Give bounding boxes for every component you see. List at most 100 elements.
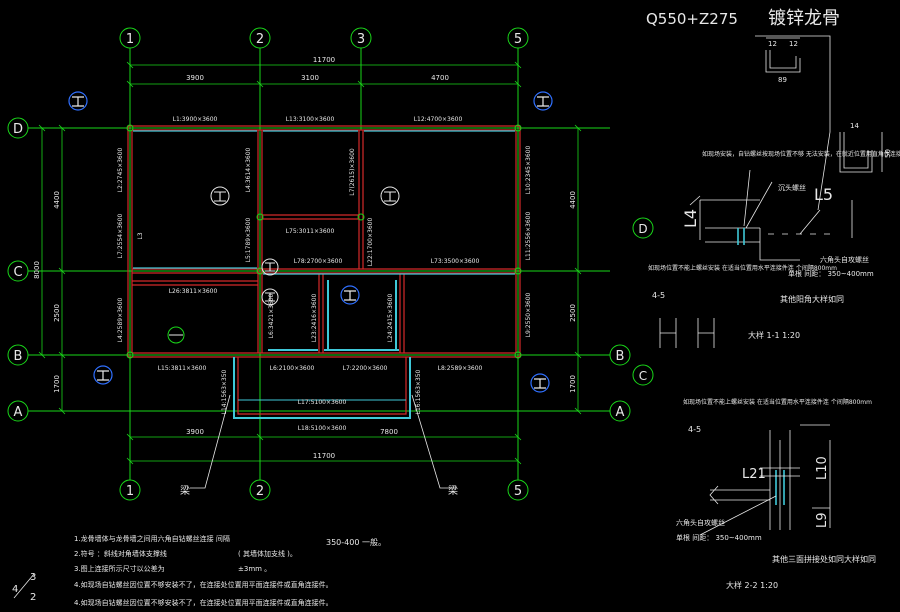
dim-bottom-span-1: 3900 xyxy=(186,428,204,436)
dim-top-span-1: 3900 xyxy=(186,74,204,82)
beam-l78: L78:2700×3600 xyxy=(294,258,343,265)
note-tol: ±3mm 。 xyxy=(238,565,271,573)
detail-bubbles: D C xyxy=(632,217,654,386)
beam-l17: L17:5100×3600 xyxy=(298,399,347,406)
beam-l8: L8:2589×3600 xyxy=(438,365,483,372)
beam-l26b: L26:3811×3600 xyxy=(169,288,218,295)
detail-note-bottom: 如现场位置不能上螺丝安装 在适当位置用水平连接件连 个间隔800mm xyxy=(683,398,872,406)
detail-label-l9: L9 xyxy=(815,512,830,528)
note-4a: 4.如现场自钻螺丝因位置不够安装不了，在连接处位置用平面连接件或直角连接件。 xyxy=(74,580,333,589)
beam-l15: L15:3811×3600 xyxy=(158,365,207,372)
grid-row-b-left: B xyxy=(14,349,23,364)
post-marker-icon xyxy=(380,186,400,206)
beam-l2: L2:2745×3600 xyxy=(117,147,124,192)
walls xyxy=(127,125,521,419)
dimension-text: 11700 3900 3100 4700 3900 7800 11700 440… xyxy=(33,56,577,460)
beam-l4b: L4:2589×3600 xyxy=(117,297,124,342)
beam-l14: L14:1563×350 xyxy=(221,369,228,414)
dim-right-a: 1700 xyxy=(569,375,577,393)
post-marker-icon xyxy=(261,288,279,306)
beam-callout-left: 梁 xyxy=(180,484,190,497)
post-marker-icon xyxy=(533,91,553,111)
grid-bubbles-side: D C B A B A xyxy=(7,117,631,422)
note-4b: 4.如现场自钻螺丝因位置不够安装不了，在连接处位置用平面连接件或直角连接件。 xyxy=(74,598,333,607)
detail-section-2: 大样 2-2 1:20 xyxy=(726,580,778,590)
material-name: 镀锌龙骨 xyxy=(768,8,840,29)
grid-lines xyxy=(28,48,610,480)
detail-caption-2: 其他三面拼接处如同大样如同 xyxy=(772,554,876,564)
detail-label-l21: L21 xyxy=(742,467,766,482)
post-marker-icon xyxy=(68,91,88,111)
detail-hex-top: 六角头自攻螺丝 xyxy=(820,255,869,264)
beam-l6b: L6:2100×3600 xyxy=(270,365,315,372)
note-2: 2.符号 ：斜线对角墙体支撑线 xyxy=(74,549,167,558)
grid-row-a-left: A xyxy=(14,405,23,420)
post-marker-icon xyxy=(261,258,279,276)
beam-callout-right: 梁 xyxy=(448,484,458,497)
beam-l7a: L7(2615)×3600 xyxy=(349,148,356,196)
post-marker-icon xyxy=(340,285,360,305)
grid-col-3-top: 3 xyxy=(357,32,365,47)
beam-l24: L24:2415×3600 xyxy=(387,294,394,343)
beam-l16: L16:1563×350 xyxy=(415,369,422,414)
beam-l75: L75:3011×3600 xyxy=(286,228,335,235)
detail-dim-12a: 12 xyxy=(768,40,777,48)
detail-bottom-text: 如现场位置不能上螺丝安装 在适当位置用水平连接件连 个间隔800mm 4-5 六… xyxy=(676,398,876,590)
grid-col-2-bottom: 2 xyxy=(256,484,264,499)
beam-l18: L18:5100×3600 xyxy=(298,425,347,432)
note-3: 3.图上连接所示尺寸以公差为 xyxy=(74,564,165,573)
beam-l13: L13:3100×3600 xyxy=(286,116,335,123)
beam-l4a: L4:3614×3600 xyxy=(245,147,252,192)
beam-l6: L6:3421×3600 xyxy=(268,293,275,338)
dim-top-span-3: 4700 xyxy=(431,74,449,82)
detail-top xyxy=(659,35,883,348)
symbol-num-b: 4 xyxy=(12,584,18,595)
beam-l73: L73:3500×3600 xyxy=(431,258,480,265)
detail-bubble-c: C xyxy=(639,369,647,383)
detail-num-top: 4-5 xyxy=(652,291,665,300)
dim-left-a: 1700 xyxy=(53,375,61,393)
detail-pitch-top: 单根 间距： 350~400mm xyxy=(788,269,874,278)
grid-row-a-right: A xyxy=(616,405,625,420)
detail-dim-12b: 12 xyxy=(789,40,798,48)
symbol-num-c: 2 xyxy=(30,592,36,603)
beam-l1: L1:3900×3600 xyxy=(173,116,218,123)
grid-row-d-left: D xyxy=(13,122,23,137)
detail-label-l5: L5 xyxy=(814,185,833,204)
grid-col-1-bottom: 1 xyxy=(126,484,134,499)
beam-l22: L22:1700×3600 xyxy=(367,218,374,267)
beam-l3: L3 xyxy=(137,232,144,239)
dim-right-upper: 4400 xyxy=(569,191,577,209)
dim-bottom-total: 11700 xyxy=(313,452,335,460)
beam-l23: L23:2416×3600 xyxy=(311,294,318,343)
detail-section-1: 大样 1-1 1:20 xyxy=(748,330,800,340)
note-hint: ( 其墙体加支线 )。 xyxy=(238,549,297,558)
grid-bubbles-top: 1 2 3 5 xyxy=(119,27,529,49)
detail-bottom xyxy=(699,424,831,536)
dim-bottom-span-2: 7800 xyxy=(380,428,398,436)
symbol-num-a: 3 xyxy=(30,572,36,583)
detail-note2-top: 如现场位置不能上螺丝安装 在适当位置用水平连接件连 个间隔800mm xyxy=(648,264,837,272)
detail-dim-89: 89 xyxy=(778,76,787,84)
general-notes: 1.龙骨墙体与龙骨墙之间用六角自钻螺丝连接 间隔 2.符号 ：斜线对角墙体支撑线… xyxy=(74,534,386,607)
detail-hex-bottom: 六角头自攻螺丝 xyxy=(676,518,725,527)
beam-leaders xyxy=(190,394,455,489)
dim-left-upper: 4400 xyxy=(53,191,61,209)
grid-col-5-bottom: 5 xyxy=(514,484,522,499)
beam-l72: L7:2200×3600 xyxy=(343,365,388,372)
grid-col-1-top: 1 xyxy=(126,32,134,47)
detail-label-l4: L4 xyxy=(681,209,700,228)
dimension-lines xyxy=(38,61,582,465)
detail-label-l10: L10 xyxy=(815,456,830,480)
post-marker-icon xyxy=(93,365,113,385)
detail-num-bottom: 4-5 xyxy=(688,425,701,434)
grid-bubbles-bottom: 1 2 5 xyxy=(119,479,529,501)
dim-top-total: 11700 xyxy=(313,56,335,64)
detail-note-top: 如现场安装，自钻螺丝按现场位置不够 无法安装，在就近位置用直角件连接 xyxy=(702,150,900,158)
beam-labels: L1:3900×3600 L13:3100×3600 L12:4700×3600… xyxy=(117,116,532,432)
post-marker-icon xyxy=(530,373,550,393)
beam-l9: L9:2550×3600 xyxy=(525,292,532,337)
detail-dim-50: 50 xyxy=(884,149,892,158)
dim-right-lower: 2500 xyxy=(569,304,577,322)
